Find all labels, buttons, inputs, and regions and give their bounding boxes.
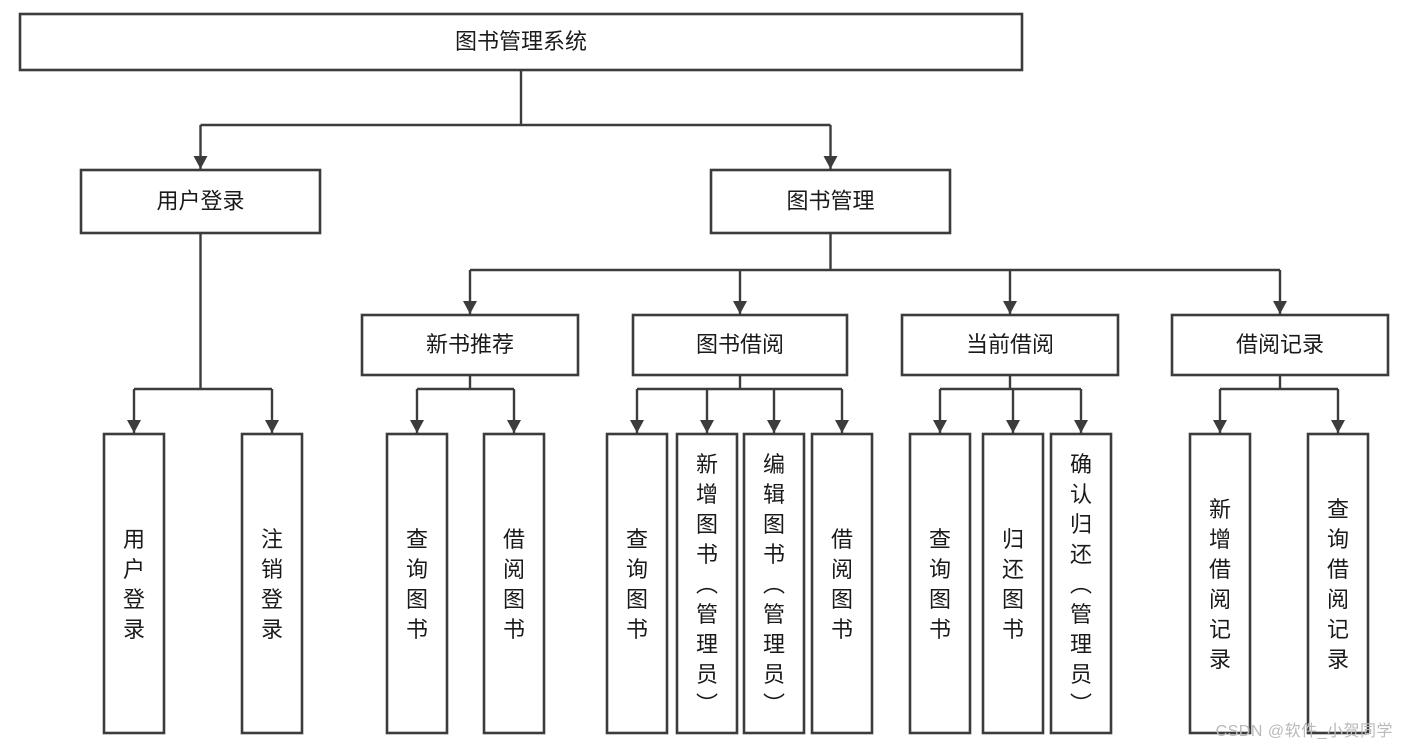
- node-leaf4[interactable]: 借阅图书: [482, 432, 546, 735]
- node-box: [18, 12, 1024, 72]
- node-box: [810, 432, 874, 735]
- node-label: 借阅记录: [1236, 332, 1324, 357]
- arrow-head-icon: [700, 420, 714, 433]
- arrow-head-icon: [835, 420, 849, 433]
- node-box: [709, 168, 952, 235]
- node-box: [742, 432, 806, 735]
- arrow-head-icon: [193, 156, 208, 169]
- node-box: [1188, 432, 1252, 735]
- node-leaf1[interactable]: 用户登录: [102, 432, 166, 735]
- node-label: 图书借阅: [696, 332, 784, 357]
- node-label: 查询图书: [929, 527, 951, 642]
- node-label: 新增图书︵管理员︶: [696, 452, 718, 717]
- node-box: [631, 313, 849, 377]
- node-box: [1306, 432, 1370, 735]
- node-leaf7[interactable]: 编辑图书︵管理员︶: [742, 432, 806, 735]
- node-leaf13[interactable]: 查询借阅记录: [1306, 432, 1370, 735]
- node-leaf9[interactable]: 查询图书: [908, 432, 972, 735]
- node-leaf3[interactable]: 查询图书: [385, 432, 449, 735]
- arrow-head-icon: [823, 156, 838, 169]
- node-label: 借阅图书: [503, 527, 525, 642]
- node-label: 查询图书: [626, 527, 648, 642]
- node-label: 注销登录: [261, 527, 283, 642]
- node-borrow[interactable]: 图书借阅: [631, 313, 849, 377]
- node-label: 确认归还︵管理员︶: [1070, 452, 1092, 717]
- node-label: 用户登录: [123, 527, 145, 642]
- arrow-head-icon: [1213, 420, 1227, 433]
- node-box: [908, 432, 972, 735]
- node-label: 查询借阅记录: [1327, 497, 1349, 672]
- node-box: [605, 432, 669, 735]
- node-label: 图书管理: [786, 188, 874, 213]
- node-label: 查询图书: [406, 527, 428, 642]
- arrow-head-icon: [733, 301, 747, 314]
- node-label: 新书推荐: [426, 332, 514, 357]
- arrow-head-icon: [1074, 420, 1088, 433]
- arrow-head-icon: [410, 420, 424, 433]
- arrow-head-icon: [1331, 420, 1345, 433]
- node-label: 归还图书: [1002, 527, 1024, 642]
- node-leaf5[interactable]: 查询图书: [605, 432, 669, 735]
- node-label: 新增借阅记录: [1209, 497, 1231, 672]
- node-label: 用户登录: [156, 188, 244, 213]
- node-box: [1170, 313, 1390, 377]
- node-label: 当前借阅: [966, 332, 1054, 357]
- node-box: [360, 313, 580, 377]
- node-box: [981, 432, 1045, 735]
- node-leaf10[interactable]: 归还图书: [981, 432, 1045, 735]
- node-label: 借阅图书: [831, 527, 853, 642]
- arrow-head-icon: [463, 301, 477, 314]
- node-box: [900, 313, 1120, 377]
- node-leaf11[interactable]: 确认归还︵管理员︶: [1049, 432, 1113, 735]
- connector-layer: [127, 70, 1345, 433]
- node-current[interactable]: 当前借阅: [900, 313, 1120, 377]
- node-root[interactable]: 图书管理系统: [18, 12, 1024, 72]
- node-leaf12[interactable]: 新增借阅记录: [1188, 432, 1252, 735]
- arrow-head-icon: [1273, 301, 1287, 314]
- node-bookmgmt[interactable]: 图书管理: [709, 168, 952, 235]
- arrow-head-icon: [767, 420, 781, 433]
- arrow-head-icon: [933, 420, 947, 433]
- node-leaf8[interactable]: 借阅图书: [810, 432, 874, 735]
- node-leaf6[interactable]: 新增图书︵管理员︶: [675, 432, 739, 735]
- node-login[interactable]: 用户登录: [79, 168, 322, 235]
- node-box: [240, 432, 304, 735]
- arrow-head-icon: [1006, 420, 1020, 433]
- node-box: [675, 432, 739, 735]
- arrow-head-icon: [1003, 301, 1017, 314]
- node-layer: 图书管理系统用户登录图书管理新书推荐图书借阅当前借阅借阅记录用户登录注销登录查询…: [18, 12, 1390, 735]
- node-box: [1049, 432, 1113, 735]
- node-records[interactable]: 借阅记录: [1170, 313, 1390, 377]
- arrow-head-icon: [630, 420, 644, 433]
- node-label: 编辑图书︵管理员︶: [763, 452, 785, 717]
- node-box: [79, 168, 322, 235]
- arrow-head-icon: [265, 420, 279, 433]
- node-box: [385, 432, 449, 735]
- node-label: 图书管理系统: [455, 29, 587, 54]
- node-box: [102, 432, 166, 735]
- node-newbook[interactable]: 新书推荐: [360, 313, 580, 377]
- node-leaf2[interactable]: 注销登录: [240, 432, 304, 735]
- node-box: [482, 432, 546, 735]
- arrow-head-icon: [507, 420, 521, 433]
- arrow-head-icon: [127, 420, 141, 433]
